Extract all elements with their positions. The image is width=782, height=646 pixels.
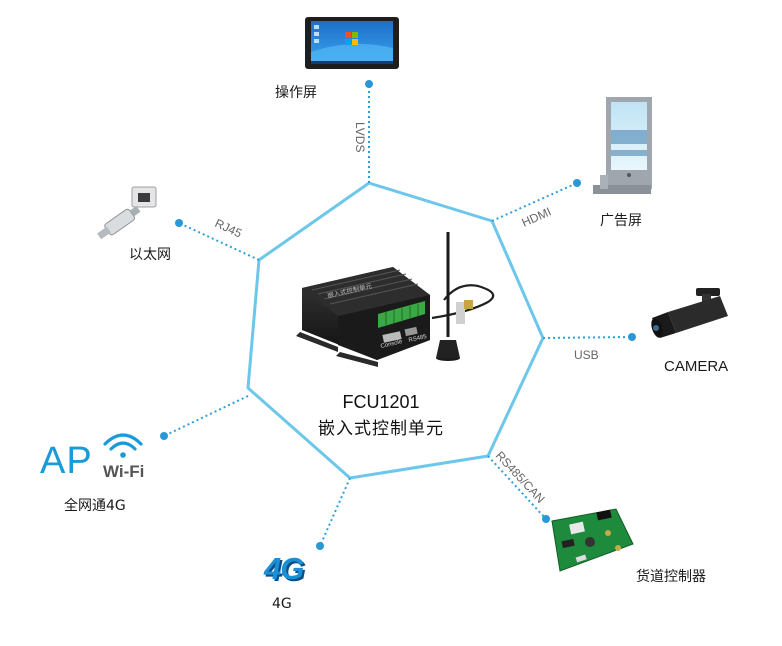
ad-screen-icon bbox=[593, 97, 652, 194]
camera-icon bbox=[651, 288, 728, 338]
label-full-net-4g: 全网通4G bbox=[64, 498, 126, 514]
connector-4g bbox=[319, 477, 351, 547]
dot-lvds bbox=[365, 80, 373, 88]
link-label-rj45: RJ45 bbox=[213, 216, 245, 241]
label-ad-screen: 广告屏 bbox=[600, 213, 642, 229]
4g-logo: 4G bbox=[264, 551, 304, 586]
ap-logo: AP bbox=[40, 440, 93, 482]
connector-usb bbox=[542, 336, 633, 339]
label-touch-screen: 操作屏 bbox=[275, 85, 317, 101]
connector-wifi bbox=[163, 395, 249, 437]
dot-rs485 bbox=[542, 515, 550, 523]
dot-rj45 bbox=[175, 219, 183, 227]
link-label-hdmi: HDMI bbox=[520, 204, 554, 229]
link-label-usb: USB bbox=[574, 348, 599, 362]
connector-dots bbox=[160, 80, 636, 550]
label-ethernet: 以太网 bbox=[129, 247, 171, 263]
connector-hdmi bbox=[491, 182, 578, 222]
dot-4g bbox=[316, 542, 324, 550]
wifi-icon bbox=[103, 433, 143, 458]
link-label-lvds: LVDS bbox=[353, 122, 367, 152]
dot-usb bbox=[628, 333, 636, 341]
device-model-label: FCU1201 bbox=[342, 392, 420, 412]
cargo-controller-board-icon bbox=[551, 508, 634, 572]
link-label-rs485: RS485/CAN bbox=[493, 448, 548, 505]
touch-screen-icon bbox=[305, 17, 399, 69]
device-name-label: 嵌入式控制单元 bbox=[318, 419, 444, 439]
label-camera: CAMERA bbox=[664, 358, 729, 375]
ethernet-plug-icon bbox=[97, 186, 157, 240]
device-port-console-label: Console bbox=[380, 339, 403, 350]
dot-wifi bbox=[160, 432, 168, 440]
dot-hdmi bbox=[573, 179, 581, 187]
label-cargo-controller: 货道控制器 bbox=[636, 569, 706, 585]
device-port-rs485-label: RS485 bbox=[408, 334, 428, 344]
fcu1201-device-image bbox=[296, 232, 495, 367]
label-4g: 4G bbox=[272, 596, 292, 612]
wifi-logo-text: Wi-Fi bbox=[103, 462, 145, 481]
connector-lines bbox=[163, 84, 633, 547]
connector-rs485 bbox=[487, 455, 547, 520]
octagon-ring bbox=[246, 181, 545, 480]
